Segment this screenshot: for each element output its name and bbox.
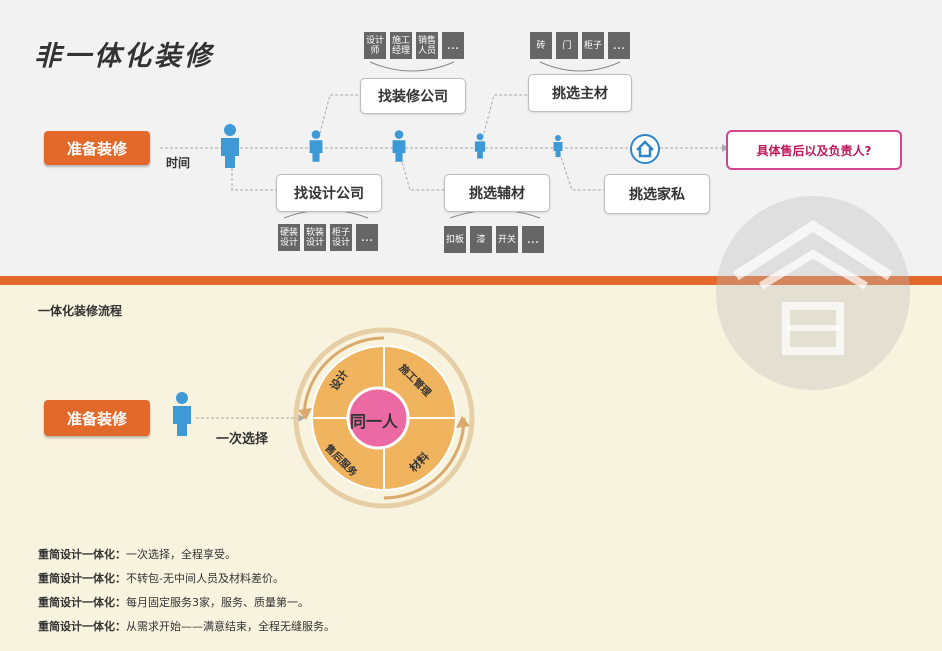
note-text: 不转包-无中间人员及材料差价。 <box>126 572 284 585</box>
tag-main: ... <box>608 32 630 59</box>
find-designer-box: 找设计公司 <box>276 174 382 212</box>
note-bold: 重简设计一体化： <box>38 548 126 561</box>
note-text: 每月固定服务3家，服务、质量第一。 <box>126 596 309 609</box>
note-bold: 重简设计一体化： <box>38 572 126 585</box>
tag-aux: 扣板 <box>444 226 466 253</box>
choose-aux-box: 挑选辅材 <box>444 174 550 212</box>
tag-aux: ... <box>522 226 544 253</box>
tag-designer: 硬装设计 <box>278 224 300 251</box>
person-icon <box>309 130 323 162</box>
person-icon <box>173 392 191 436</box>
person-icon <box>221 124 239 168</box>
note-line: 重简设计一体化：不转包-无中间人员及材料差价。 <box>38 570 284 586</box>
note-line: 重简设计一体化：从需求开始——满意结束，全程无缝服务。 <box>38 618 335 634</box>
start-renovation-box: 准备装修 <box>44 131 150 165</box>
tag-company: ... <box>442 32 464 59</box>
note-bold: 重简设计一体化： <box>38 596 126 609</box>
tag-company: 设计师 <box>364 32 386 59</box>
tag-aux: 开关 <box>496 226 518 253</box>
end-aftersales-box: 具体售后以及负责人? <box>726 130 902 170</box>
start-renovation-box-2: 准备装修 <box>44 400 150 436</box>
watermark-logo-icon <box>733 220 893 355</box>
tag-aux: 漆 <box>470 226 492 253</box>
tag-company: 销售人员 <box>416 32 438 59</box>
section-divider <box>0 276 942 285</box>
note-text: 从需求开始——满意结束，全程无缝服务。 <box>126 620 335 633</box>
note-line: 重简设计一体化：每月固定服务3家，服务、质量第一。 <box>38 594 309 610</box>
one-choice-label: 一次选择 <box>216 432 269 447</box>
choose-furniture-box: 挑选家私 <box>604 174 710 214</box>
integrated-heading: 一体化装修流程 <box>38 304 123 318</box>
person-icon <box>392 130 406 162</box>
watermark-logo <box>716 196 910 390</box>
person-icon <box>474 133 486 159</box>
tag-main: 柜子 <box>582 32 604 59</box>
tag-company: 施工经理 <box>390 32 412 59</box>
note-line: 重简设计一体化：一次选择，全程享受。 <box>38 546 236 562</box>
page-title: 非一体化装修 <box>34 41 214 72</box>
home-icon <box>630 134 660 164</box>
person-icon <box>553 135 563 157</box>
tag-main: 砖 <box>530 32 552 59</box>
note-text: 一次选择，全程享受。 <box>126 548 236 561</box>
tag-designer: 软装设计 <box>304 224 326 251</box>
note-bold: 重简设计一体化： <box>38 620 126 633</box>
time-label: 时间 <box>166 156 191 170</box>
tag-designer: 柜子设计 <box>330 224 352 251</box>
choose-main-box: 挑选主材 <box>528 74 632 112</box>
center-same-person: 同一人 <box>350 412 399 431</box>
tag-designer: ... <box>356 224 378 251</box>
find-company-box: 找装修公司 <box>360 78 466 114</box>
tag-main: 门 <box>556 32 578 59</box>
